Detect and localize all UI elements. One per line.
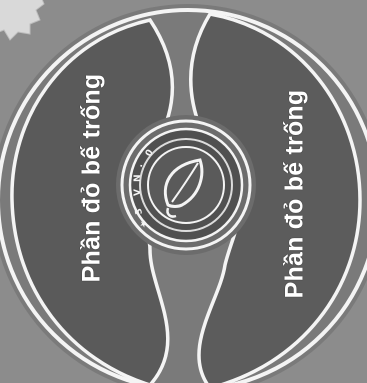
right-region-label: Phần đỏ bế trống xyxy=(281,89,310,299)
svg-text:V: V xyxy=(133,189,143,196)
corner-badge: 2 xyxy=(0,0,50,36)
center-core xyxy=(148,147,224,223)
left-region-label: Phần đỏ bế trống xyxy=(78,73,107,283)
svg-text:N: N xyxy=(133,174,143,182)
